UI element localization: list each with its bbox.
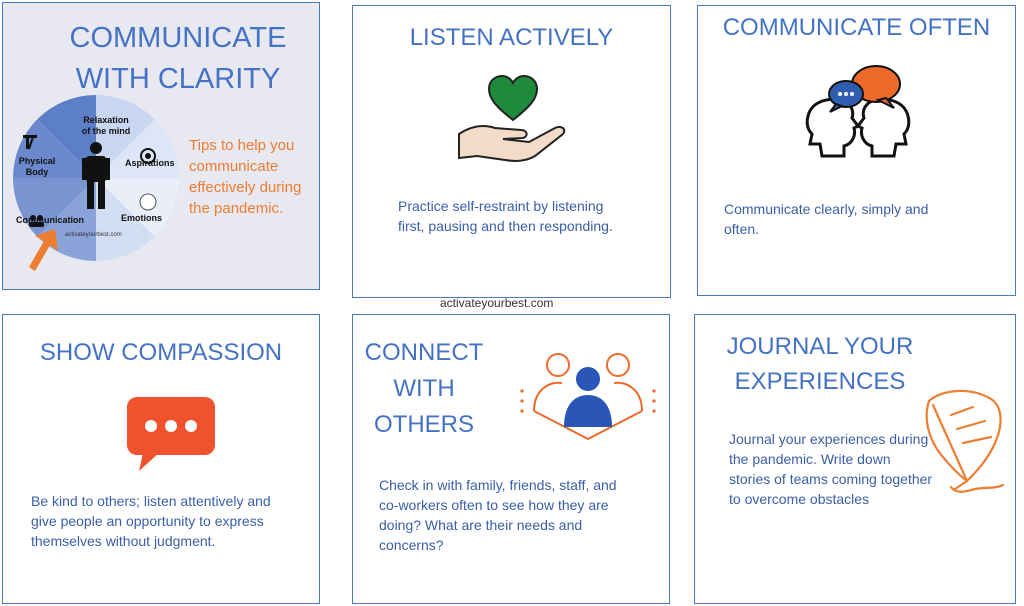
- body-line: co-workers often to see how they are: [379, 497, 609, 513]
- wheel-site-label: activateyourbest.com: [65, 232, 122, 238]
- body-line: often.: [724, 221, 760, 237]
- body-line: Be kind to others; listen attentively an…: [31, 493, 271, 509]
- body-line: Practice self-restraint by listening: [398, 198, 604, 214]
- body-line: the pandemic. Write down: [729, 451, 891, 467]
- speech-heads-icon: [805, 65, 911, 158]
- wheel-label-line: Relaxation: [83, 115, 129, 125]
- wheel-label-communication: Communication: [16, 215, 85, 225]
- title-line: CONNECT: [364, 339, 484, 366]
- body-line: doing? What are their needs and: [379, 517, 583, 533]
- heart-hand-icon: [458, 74, 566, 162]
- card-title: CONNECT WITH OTHERS: [359, 335, 489, 443]
- card-communicate-often: COMMUNICATE OFTEN Communicate clearly, s…: [697, 5, 1016, 296]
- body-line: Check in with family, friends, staff, an…: [379, 477, 617, 493]
- group-icon: [520, 353, 656, 441]
- body-line: stories of teams coming together: [729, 471, 933, 487]
- feather-quill-icon: [925, 389, 1005, 493]
- wheel-diagram: [13, 95, 179, 261]
- wheel-label-relaxation: Relaxation of the mind: [71, 115, 141, 137]
- card-body: Practice self-restraint by listening fir…: [398, 196, 658, 236]
- body-line: Journal your experiences during: [729, 431, 929, 447]
- wheel-label-physical: Physical Body: [17, 156, 57, 178]
- body-line: themselves without judgment.: [31, 533, 216, 549]
- card-body: Be kind to others; listen attentively an…: [31, 491, 316, 551]
- card-title: SHOW COMPASSION: [39, 339, 283, 366]
- card-title: JOURNAL YOUR EXPERIENCES: [705, 329, 935, 399]
- card-body: Check in with family, friends, staff, an…: [379, 475, 664, 555]
- body-line: concerns?: [379, 537, 444, 553]
- card-body: Communicate clearly, simply and often.: [724, 199, 994, 239]
- title-line: OTHERS: [373, 411, 474, 438]
- card-communicate-with-clarity: COMMUNICATE WITH CLARITY: [2, 2, 320, 290]
- wheel-label-emotions: Emotions: [121, 213, 163, 223]
- clarity-tips: Tips to help you communicate effectively…: [189, 135, 319, 219]
- chat-bubble-icon: [127, 397, 215, 471]
- tips-line: effectively during: [189, 179, 302, 196]
- body-line: give people an opportunity to express: [31, 513, 264, 529]
- card-journal-experiences: JOURNAL YOUR EXPERIENCES Journal your ex…: [694, 314, 1016, 604]
- card-show-compassion: SHOW COMPASSION Be kind to others; liste…: [2, 314, 320, 604]
- wheel-label-aspirations: Aspirations: [125, 158, 175, 168]
- title-line: EXPERIENCES: [734, 368, 906, 395]
- card-connect-with-others: CONNECT WITH OTHERS Check in with family…: [352, 314, 670, 604]
- title-line: WITH: [393, 375, 455, 402]
- pointer-arrow-icon: [29, 229, 58, 271]
- title-line: JOURNAL YOUR: [726, 333, 914, 360]
- card-body: Journal your experiences during the pand…: [729, 429, 969, 509]
- tips-line: Tips to help you: [189, 137, 295, 154]
- title-line: WITH CLARITY: [75, 62, 281, 95]
- title-line: COMMUNICATE: [69, 22, 287, 54]
- card-listen-actively: LISTEN ACTIVELY Practice self-restraint …: [352, 5, 671, 298]
- card-title: LISTEN ACTIVELY: [409, 24, 614, 51]
- card-title: COMMUNICATE WITH CLARITY: [43, 21, 313, 97]
- body-line: Communicate clearly, simply and: [724, 201, 929, 217]
- tips-line: the pandemic.: [189, 200, 284, 217]
- body-line: to overcome obstacles: [729, 491, 870, 507]
- wheel-label-line: Body: [25, 167, 49, 177]
- person-icon: [82, 142, 110, 209]
- watermark: activateyourbest.com: [440, 296, 554, 310]
- card-title: COMMUNICATE OFTEN: [722, 14, 991, 41]
- tips-line: communicate: [189, 158, 279, 175]
- body-line: first, pausing and then responding.: [398, 218, 613, 234]
- wheel-label-line: Physical: [18, 156, 56, 166]
- wheel-label-line: of the mind: [81, 126, 131, 136]
